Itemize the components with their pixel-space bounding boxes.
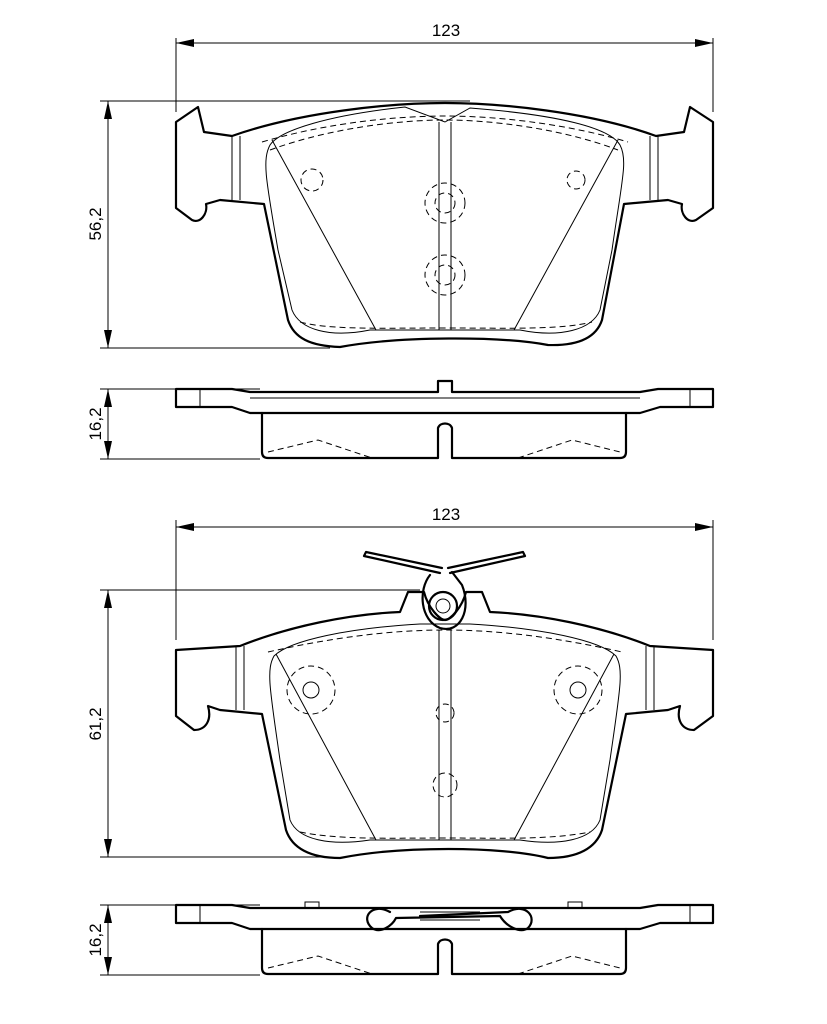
top-hole-center-1 [424,182,466,224]
top-backing-plate [174,101,715,349]
bottom-side-clip [366,907,533,932]
arrow-icon [104,839,112,857]
arrow-icon [695,39,713,47]
arrow-icon [104,330,112,348]
bottom-dashed-top [267,629,623,653]
top-side-dash [267,439,373,459]
arrow-icon [176,39,194,47]
arrow-icon [695,523,713,531]
bottom-side-plate [174,903,715,931]
top-dashed-top2 [269,119,619,151]
top-dashed-bottom [299,321,593,329]
top-dashed-top [261,115,629,143]
top-thickness-label: 16,2 [86,407,105,440]
top-hole-center-2-inner [434,264,456,286]
bottom-hole-right-outer [553,665,603,715]
bottom-side-friction [260,927,628,976]
spring-clip [362,550,527,631]
bottom-side-dash [267,955,373,975]
arrow-icon [104,590,112,608]
bottom-hole-left-outer [286,665,336,715]
arrow-icon [104,441,112,459]
bottom-pad-front-view: 123 61,2 [86,505,715,860]
bottom-hole-left [302,681,320,699]
top-pad-front-view: 123 56,2 [86,21,715,349]
top-side-plate [174,379,715,415]
top-side-dash [517,439,621,459]
top-chamfer-left [271,139,377,331]
arrow-icon [104,101,112,119]
bottom-hole-center-2 [432,772,458,798]
arrow-icon [176,523,194,531]
bottom-dashed-bottom [299,831,591,839]
bottom-backing-plate [174,590,715,860]
top-side-friction [260,411,628,460]
top-width-label: 123 [432,21,460,40]
arrow-icon [104,389,112,407]
top-hole-left [300,168,324,192]
top-hole-center-2 [424,254,466,296]
bottom-hole-center-1 [435,703,455,723]
bottom-side-dash [517,955,621,975]
top-hole-center-1-inner [434,192,456,214]
top-chamfer-right [513,139,619,331]
arrow-icon [104,957,112,975]
top-hole-right [566,170,586,190]
bottom-friction-outline [269,623,621,843]
top-pad-side-view: 16,2 [86,379,715,460]
top-friction-outline [265,106,625,334]
top-height-label: 56,2 [86,207,105,240]
bottom-chamfer-right [513,653,615,841]
bottom-chamfer-left [275,653,377,841]
bottom-side-tab [304,901,320,909]
bottom-width-label: 123 [432,505,460,524]
spring-clip-coil-inner [435,598,451,614]
bottom-height-label: 61,2 [86,707,105,740]
bottom-thickness-label: 16,2 [86,923,105,956]
bottom-pad-side-view: 16,2 [86,901,715,976]
arrow-icon [104,905,112,923]
bottom-hole-right [569,681,587,699]
bottom-side-tab [567,901,583,909]
